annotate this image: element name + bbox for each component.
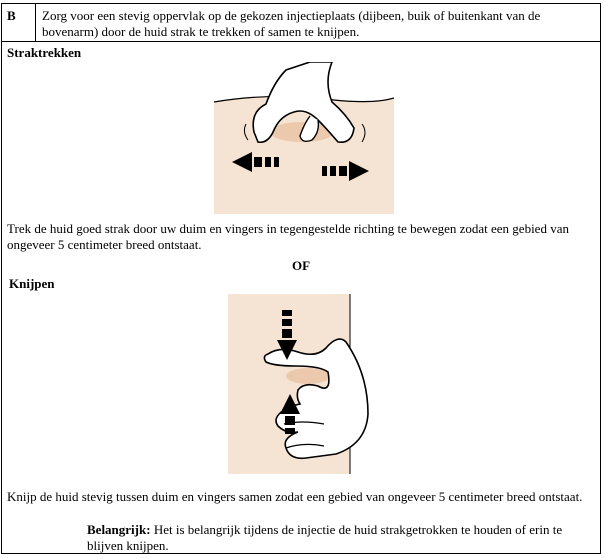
stretch-illustration: [214, 62, 394, 214]
step-instruction: Zorg voor een stevig oppervlak op de gek…: [42, 8, 541, 39]
important-note: Belangrijk: Het is belangrijk tijdens de…: [87, 522, 567, 554]
or-label: OF: [291, 258, 311, 273]
stretch-description: Trek de huid goed strak door uw duim en …: [7, 221, 569, 252]
instruction-table: B Zorg voor een stevig oppervlak op de g…: [1, 3, 601, 554]
pinch-title: Knijpen: [9, 276, 55, 291]
important-text: Het is belangrijk tijdens de injectie de…: [87, 522, 563, 553]
pinch-description: Knijp de huid stevig tussen duim en ving…: [7, 489, 583, 504]
step-letter: B: [2, 4, 36, 41]
stretch-title: Straktrekken: [7, 45, 82, 60]
important-label: Belangrijk:: [87, 522, 151, 537]
step-header-row: B Zorg voor een stevig oppervlak op de g…: [2, 4, 600, 42]
pinch-illustration: [228, 294, 380, 474]
